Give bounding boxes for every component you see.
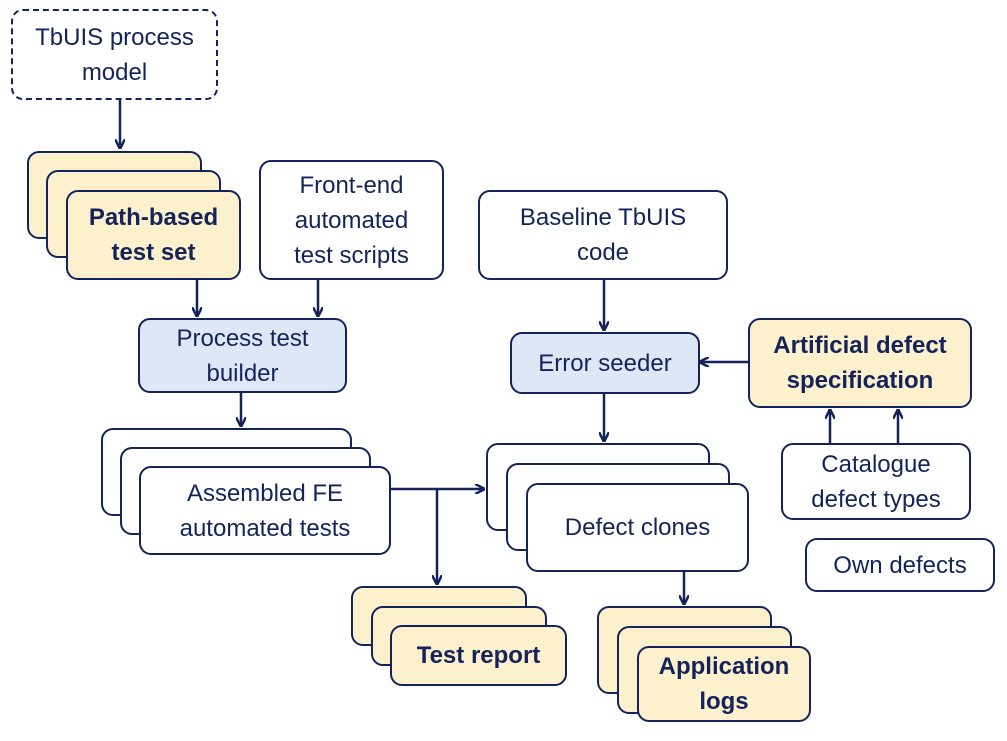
artificial-defect-spec-box: Artificial defect specification bbox=[748, 318, 972, 408]
defect-clones-box: Defect clones bbox=[526, 483, 749, 572]
path-based-test-set-label: Path-based test set bbox=[88, 204, 219, 266]
process-model-label: TbUIS process model bbox=[35, 23, 194, 86]
error-seeder-box: Error seeder bbox=[510, 332, 700, 394]
application-logs-label: Application logs bbox=[658, 653, 790, 715]
front-end-scripts-label: Front-end automated test scripts bbox=[294, 171, 409, 269]
path-based-test-set-box: Path-based test set bbox=[66, 190, 241, 280]
baseline-code-box: Baseline TbUIS code bbox=[478, 190, 728, 280]
assembled-tests-label: Assembled FE automated tests bbox=[179, 479, 351, 542]
error-seeder-label: Error seeder bbox=[538, 349, 672, 377]
process-test-builder-label: Process test builder bbox=[176, 324, 309, 387]
baseline-code-label: Baseline TbUIS code bbox=[519, 204, 687, 266]
process-model-box: TbUIS process model bbox=[11, 9, 218, 100]
test-report-label: Test report bbox=[416, 642, 541, 669]
own-defects-label: Own defects bbox=[833, 551, 967, 579]
catalogue-defect-types-box: Catalogue defect types bbox=[781, 443, 971, 520]
catalogue-defect-types-label: Catalogue defect types bbox=[811, 450, 941, 513]
assembled-tests-box: Assembled FE automated tests bbox=[139, 466, 391, 555]
front-end-scripts-box: Front-end automated test scripts bbox=[259, 160, 444, 280]
process-test-builder-box: Process test builder bbox=[138, 318, 347, 393]
own-defects-box: Own defects bbox=[805, 538, 995, 592]
artificial-defect-spec-label: Artificial defect specification bbox=[773, 332, 947, 394]
defect-clones-label: Defect clones bbox=[564, 514, 711, 541]
test-report-box: Test report bbox=[390, 625, 567, 686]
application-logs-box: Application logs bbox=[637, 646, 811, 722]
